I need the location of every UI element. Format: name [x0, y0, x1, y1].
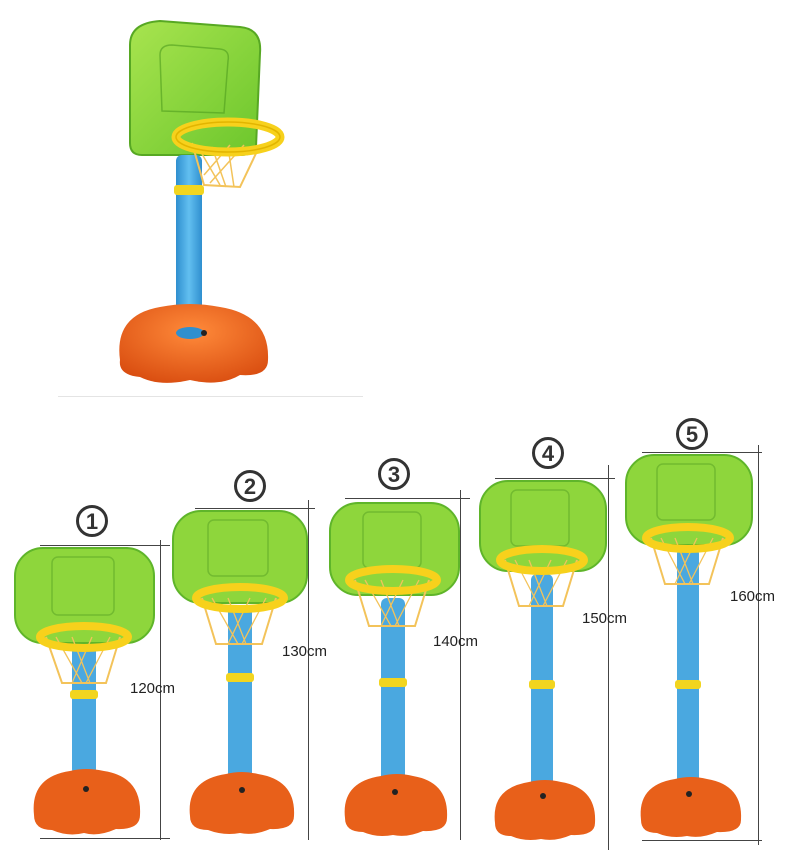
step-number-4: 4 [532, 437, 564, 469]
height-measure-line-3 [460, 490, 461, 840]
height-label-2: 130cm [282, 643, 328, 660]
step-number-2: 2 [234, 470, 266, 502]
bottom-measure-line-5 [642, 840, 762, 841]
height-label-3: 140cm [433, 633, 479, 650]
bottom-measure-line-1 [40, 838, 170, 839]
top-measure-line-5 [642, 452, 762, 453]
basketball-stand-4 [479, 480, 607, 840]
top-measure-line-2 [195, 508, 315, 509]
step-number-3: 3 [378, 458, 410, 490]
floor-shadow-line [58, 396, 363, 397]
top-measure-line-4 [495, 478, 615, 479]
basketball-stand-1 [14, 547, 155, 835]
height-label-4: 150cm [582, 610, 628, 627]
basketball-stand-2 [172, 510, 308, 834]
height-measure-line-1 [160, 540, 161, 840]
step-number-1: 1 [76, 505, 108, 537]
height-label-1: 120cm [130, 680, 176, 697]
basketball-stand-5 [625, 454, 753, 837]
basketball-stand-3 [329, 502, 460, 836]
hero-basketball-stand [119, 19, 285, 383]
height-measure-line-4 [608, 465, 609, 850]
height-measure-line-2 [308, 500, 309, 840]
top-measure-line-1 [40, 545, 170, 546]
height-measure-line-5 [758, 445, 759, 845]
top-measure-line-3 [345, 498, 470, 499]
height-label-5: 160cm [730, 588, 776, 605]
step-number-5: 5 [676, 418, 708, 450]
